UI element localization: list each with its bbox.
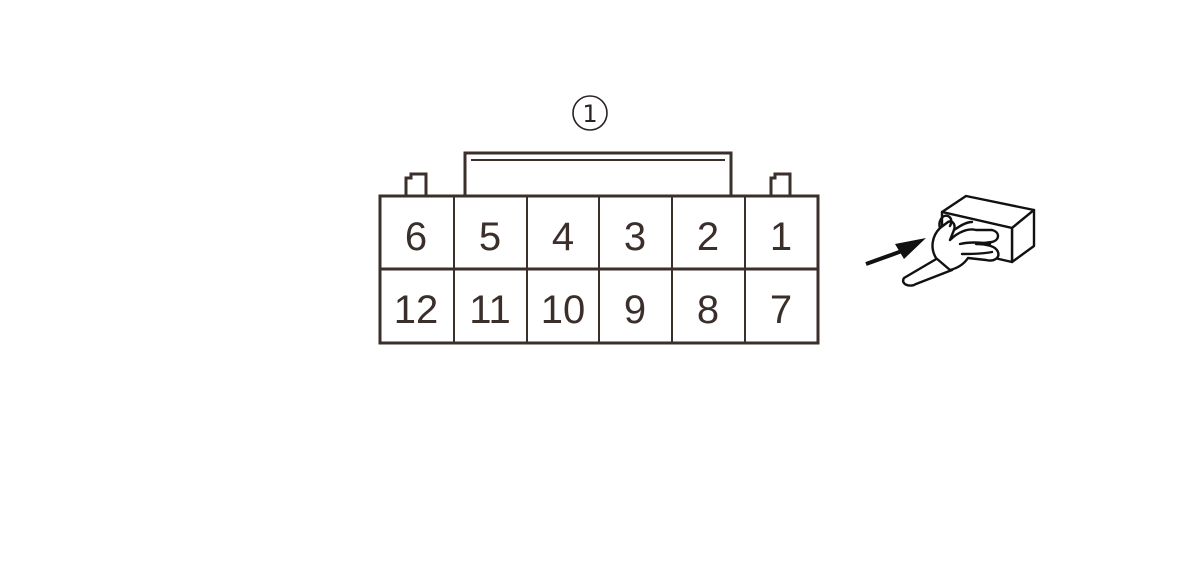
pin-label: 6 — [405, 215, 427, 259]
callout-marker: 1 — [572, 95, 608, 131]
pin-label: 12 — [394, 288, 439, 332]
pin-label: 11 — [469, 288, 511, 332]
pin-label: 2 — [697, 215, 719, 259]
callout-circle — [572, 95, 608, 131]
connector-key-left — [404, 172, 428, 196]
pin-label: 7 — [770, 288, 792, 332]
pin-label: 4 — [552, 215, 574, 259]
view-direction-indicator — [865, 194, 1036, 287]
pin-label: 10 — [541, 288, 586, 332]
pin-row-bottom: 12 11 10 9 8 7 — [394, 288, 792, 332]
pin-label: 3 — [624, 215, 646, 259]
connector-key-right — [769, 172, 792, 196]
pin-label: 1 — [770, 215, 792, 259]
connector-housing — [378, 151, 820, 345]
callout-number: 1 — [582, 100, 597, 128]
pin-row-top: 6 5 4 3 2 1 — [405, 215, 792, 259]
arrow-right-icon — [865, 238, 926, 266]
connector-column-dividers — [453, 196, 746, 343]
pin-label: 9 — [624, 288, 646, 332]
pin-label: 5 — [479, 215, 501, 259]
hand-holding-connector-icon — [901, 194, 1036, 287]
pin-label: 8 — [697, 288, 719, 332]
connector-latch — [463, 151, 733, 196]
